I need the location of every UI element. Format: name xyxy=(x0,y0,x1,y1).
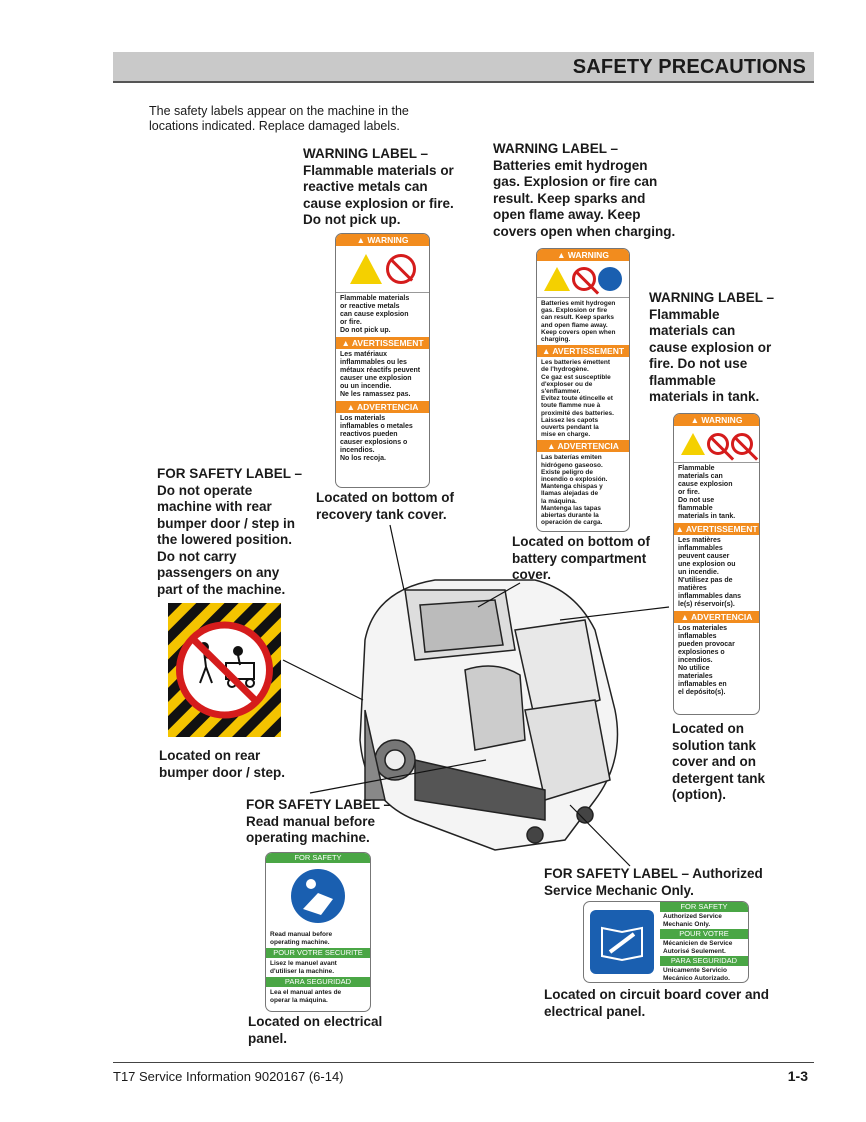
leader-line xyxy=(389,524,405,591)
leader-line xyxy=(309,759,487,794)
read-manual-label: FOR SAFETY Read manual before operating … xyxy=(265,852,371,1012)
floor-scrubber-icon xyxy=(359,579,619,851)
warning-header: ▲ WARNING xyxy=(537,249,629,261)
leader-line xyxy=(282,659,364,701)
advertencia-header-text: ADVERTENCIA xyxy=(557,441,619,452)
solution-warning-label: ▲ WARNING Flammable materials can cause … xyxy=(673,413,760,715)
page-number: 1-3 xyxy=(787,1068,808,1084)
label-text-es: Los materiales inflamables pueden provoc… xyxy=(678,625,735,696)
para-seguridad-header: PARA SEGURIDAD xyxy=(660,956,748,966)
intro-text: The safety labels appear on the machine … xyxy=(149,104,409,133)
warning-header: ▲ WARNING xyxy=(336,234,429,246)
label-text-es: Los materials inflamables o metales reac… xyxy=(340,415,413,462)
label-text-es: Lea el manual antes de operar la máquina… xyxy=(270,989,342,1004)
leader-line xyxy=(569,804,631,867)
leader-line xyxy=(477,582,521,608)
label-text-fr: Les matériaux inflammables ou les métaux… xyxy=(340,351,421,398)
advertencia-header: ▲ ADVERTENCIA xyxy=(537,440,629,453)
label-text-es: Unicamente Servicio Mecánico Autorizado. xyxy=(663,967,730,982)
for-safety-header: FOR SAFETY xyxy=(266,853,370,863)
leader-line xyxy=(559,606,670,621)
label-text-fr: Mécanicien de Service Autorisé Seulement… xyxy=(663,940,733,955)
advertencia-header-text: ADVERTENCIA xyxy=(691,612,753,622)
pour-votre-header: POUR VOTRE SECURITE xyxy=(266,948,370,958)
no-passengers-icon xyxy=(168,603,281,737)
advertencia-header: ▲ ADVERTENCIA xyxy=(674,611,759,623)
warning-header-text: WARNING xyxy=(567,250,609,260)
label-text-es: Las baterías emiten hidrógeno gaseoso. E… xyxy=(541,454,608,527)
battery-warning-label: ▲ WARNING Batteries emit hydrogen gas. E… xyxy=(536,248,630,532)
manual-icon-area xyxy=(266,863,370,929)
wrench-icon-area xyxy=(584,902,660,982)
label-text-en: Flammable materials can cause explosion … xyxy=(678,465,736,520)
label-icons xyxy=(336,246,429,293)
label-text-fr: Les matières inflammables peuvent causer… xyxy=(678,537,742,608)
no-pickup-icon xyxy=(385,254,416,284)
service-mechanic-label: FOR SAFETY Authorized Service Mechanic O… xyxy=(583,901,749,983)
callout-bumper: FOR SAFETY LABEL – Do not operate machin… xyxy=(157,466,303,597)
callout-recovery: WARNING LABEL – Flammable materials or r… xyxy=(303,146,454,227)
location-manual: Located on electrical panel. xyxy=(248,1014,383,1046)
pour-votre-header: POUR VOTRE SECURITE xyxy=(660,929,748,948)
location-bumper: Located on rear bumper door / step. xyxy=(159,748,286,780)
wrench-icon xyxy=(590,910,654,974)
eye-protection-icon xyxy=(598,267,622,291)
label-text-fr: Lisez le manuel avant d'utiliser la mach… xyxy=(270,960,337,975)
avertissement-header: ▲ AVERTISSEMENT xyxy=(336,337,429,349)
para-seguridad-header: PARA SEGURIDAD xyxy=(266,977,370,987)
label-text-en: Authorized Service Mechanic Only. xyxy=(663,913,722,928)
avertissement-header-text: AVERTISSEMENT xyxy=(685,524,758,534)
label-text-en: Flammable materials or reactive metals c… xyxy=(340,295,410,334)
location-solution: Located on solution tank cover and on de… xyxy=(672,721,766,802)
for-safety-header: FOR SAFETY xyxy=(660,902,748,912)
label-text-en: Batteries emit hydrogen gas. Explosion o… xyxy=(541,300,616,344)
no-passengers-label xyxy=(168,603,281,737)
avertissement-header-text: AVERTISSEMENT xyxy=(552,346,625,357)
label-icons xyxy=(537,261,629,298)
warning-header: ▲ WARNING xyxy=(674,414,759,426)
no-flame-icon xyxy=(572,267,596,291)
advertencia-header-text: ADVERTENCIA xyxy=(357,402,419,412)
explosion-icon xyxy=(544,267,570,291)
explosion-icon xyxy=(680,433,705,455)
advertencia-header: ▲ ADVERTENCIA xyxy=(336,401,429,413)
location-battery: Located on bottom of battery compartment… xyxy=(512,534,650,582)
label-icons xyxy=(674,426,759,463)
explosion-icon xyxy=(349,254,382,284)
book-wrench-icon xyxy=(601,926,643,962)
page-title: SAFETY PRECAUTIONS xyxy=(572,56,806,78)
book-icon xyxy=(291,869,345,923)
book-reader-icon xyxy=(303,879,333,915)
footer-divider xyxy=(113,1062,814,1063)
warning-header-text: WARNING xyxy=(367,235,409,245)
service-label-text: FOR SAFETY Authorized Service Mechanic O… xyxy=(660,902,748,982)
avertissement-header: ▲ AVERTISSEMENT xyxy=(537,345,629,358)
no-fuel-icon xyxy=(706,433,729,455)
callout-solution: WARNING LABEL – Flammable materials can … xyxy=(649,290,775,404)
section-header-bar: SAFETY PRECAUTIONS xyxy=(113,52,814,83)
callout-manual: FOR SAFETY LABEL – Read manual before op… xyxy=(246,797,392,845)
footer-doc-info: T17 Service Information 9020167 (6-14) xyxy=(113,1069,344,1084)
no-flame-icon xyxy=(730,433,753,455)
location-service: Located on circuit board cover and elect… xyxy=(544,987,770,1019)
machine-illustration xyxy=(345,560,645,860)
avertissement-header: ▲ AVERTISSEMENT xyxy=(674,523,759,535)
warning-header-text: WARNING xyxy=(701,415,743,425)
avertissement-header-text: AVERTISSEMENT xyxy=(351,338,424,348)
recovery-warning-label: ▲ WARNING Flammable materials or reactiv… xyxy=(335,233,430,488)
callout-battery: WARNING LABEL – Batteries emit hydrogen … xyxy=(493,141,676,239)
label-text-en: Read manual before operating machine. xyxy=(270,931,333,946)
label-text-fr: Les batteries émettent de l'hydrogène. C… xyxy=(541,359,614,439)
callout-service: FOR SAFETY LABEL – Authorized Service Me… xyxy=(544,866,763,898)
location-recovery: Located on bottom of recovery tank cover… xyxy=(316,490,454,522)
